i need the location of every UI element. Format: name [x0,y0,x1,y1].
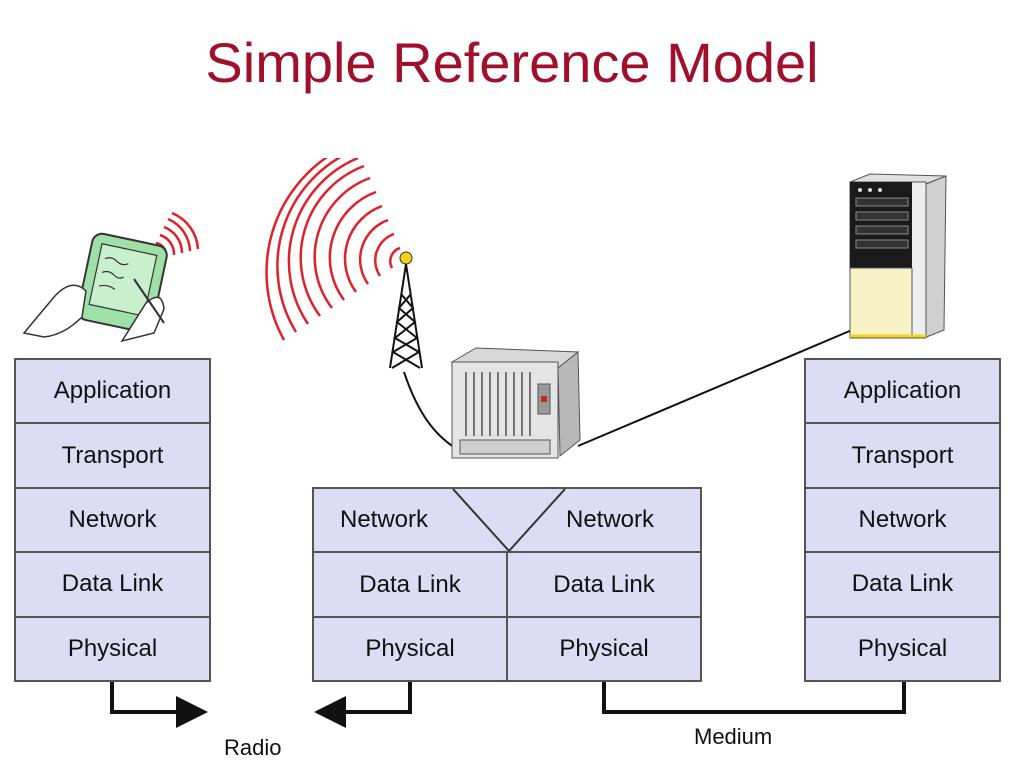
radio-tower-icon [265,158,423,369]
left-layer-data-link: Data Link [16,553,209,618]
right-layer-network: Network [806,488,999,554]
middle-network-row: Network Network [314,489,700,554]
router-rack-icon [450,347,581,459]
middle-physical-right: Physical [506,617,700,681]
left-layer-transport: Transport [16,424,209,489]
middle-data-link-left: Data Link [314,553,506,616]
middle-physical-left: Physical [314,617,506,681]
server-tower-icon [849,173,947,339]
middle-data-link-row: Data Link Data Link [314,553,700,618]
right-protocol-stack: Application Transport Network Data Link … [804,358,1001,682]
right-layer-application: Application [806,360,999,425]
radio-label: Radio [224,735,282,760]
right-layer-data-link: Data Link [806,553,999,618]
radio-arrow-left [110,682,208,728]
middle-network-left: Network [340,506,429,533]
middle-physical-row: Physical Physical [314,617,700,683]
right-layer-transport: Transport [806,424,999,489]
radio-arrow-middle [314,682,412,728]
left-layer-network: Network [16,488,209,554]
left-protocol-stack: Application Transport Network Data Link … [14,358,211,682]
router-to-server-cable [577,329,853,447]
middle-relay-stack: Network Network Data Link Data Link Phys… [312,487,702,683]
handheld-device-icon [22,211,200,343]
network-relay-divider [452,489,566,552]
middle-data-link-right: Data Link [506,553,700,616]
left-layer-application: Application [16,360,209,425]
left-layer-physical: Physical [16,617,209,682]
medium-label: Medium [694,724,773,749]
right-layer-physical: Physical [806,617,999,682]
middle-network-right: Network [566,506,655,533]
slide-title: Simple Reference Model [205,31,819,94]
medium-link [602,682,906,714]
